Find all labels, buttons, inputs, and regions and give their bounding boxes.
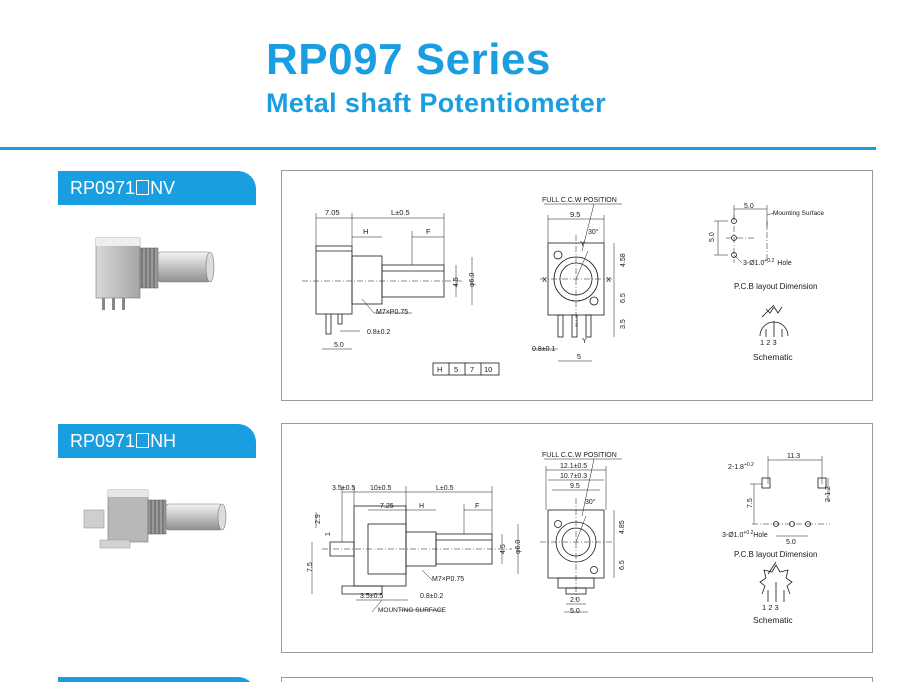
- drawing-panel-nv: 7.05 L±0.5 H F 4.5 φ6.0 M7×P0.75 0.8±0.2…: [281, 170, 873, 401]
- dim-h: H: [363, 227, 368, 236]
- dim-2-9: 2.9: [315, 514, 322, 524]
- dim-4-58: 4.58: [620, 253, 627, 267]
- pcb-dim-5-0-a: 5.0: [744, 203, 754, 210]
- dim-0-8-pin: 0.8±0.1: [532, 346, 555, 353]
- dim-phi6: φ6.0: [469, 273, 476, 287]
- side-view: 7.05 L±0.5 H F 4.5 φ6.0 M7×P0.75 0.8±0.2…: [302, 208, 476, 350]
- h-table-header: H: [437, 365, 442, 374]
- dim-l: L±0.5: [436, 485, 454, 492]
- front-view: FULL C.C.W POSITION 12.1±0.5 10.7±0.3 9.…: [540, 452, 626, 615]
- dim-7-25: 7.25: [380, 503, 394, 510]
- h-table: H 5 7 10: [432, 362, 500, 376]
- pcb-dim-2-1-2: 2-1.2: [825, 486, 832, 502]
- front-view: FULL C.C.W POSITION 9.5 Y 30° X X 4.58 6…: [532, 197, 627, 362]
- h-table-7: 7: [470, 365, 474, 374]
- section-tab-nh: RP0971 NH: [58, 424, 256, 458]
- section-tab-nv: RP0971 NV: [58, 171, 256, 205]
- hole3-label: 3-Ø1.0+0.2Hole: [722, 530, 768, 539]
- pin-numbers: 1 2 3: [760, 338, 777, 347]
- dim-10: 10±0.5: [370, 485, 391, 492]
- dim-4-5: 4.5: [453, 277, 460, 287]
- dim-3-5: 3.5: [620, 319, 627, 329]
- pcb-dim-7-5: 7.5: [747, 498, 754, 508]
- pcb-dim-5-0: 5.0: [786, 539, 796, 546]
- dim-5-0: 5.0: [334, 342, 344, 349]
- drawing-panel-nh: 3.5±0.5 10±0.5 L±0.5 7.25 H F 2.9 1 7.5 …: [281, 423, 873, 653]
- schematic-label: Schematic: [753, 615, 793, 625]
- dim-5: 5: [577, 354, 581, 361]
- product-photo-nv: [95, 237, 215, 310]
- dim-m7: M7×P0.75: [376, 309, 408, 316]
- dim-phi6: φ6.0: [515, 540, 522, 554]
- product-photo-nh: [83, 489, 227, 549]
- mounting-surface-label: MOUNTING SURFACE: [378, 607, 447, 614]
- dim-2-0: 2.0: [570, 597, 580, 604]
- dim-l: L±0.5: [391, 208, 410, 217]
- ccw-label: FULL C.C.W POSITION: [542, 452, 617, 459]
- pcb-dim-11-3: 11.3: [787, 453, 800, 460]
- dim-6-5: 6.5: [619, 560, 626, 570]
- dim-7-05: 7.05: [325, 208, 340, 217]
- dim-5-0: 5.0: [570, 608, 580, 615]
- dim-12-1: 12.1±0.5: [560, 463, 587, 470]
- side-view: 3.5±0.5 10±0.5 L±0.5 7.25 H F 2.9 1 7.5 …: [307, 485, 522, 614]
- technical-drawing-nh: 3.5±0.5 10±0.5 L±0.5 7.25 H F 2.9 1 7.5 …: [307, 452, 832, 625]
- dim-9-5: 9.5: [570, 210, 580, 219]
- axis-x-right: X: [606, 275, 611, 284]
- dim-f: F: [475, 503, 479, 510]
- dim-f: F: [426, 227, 431, 236]
- dim-1: 1: [325, 532, 332, 536]
- pin-numbers: 1 2 3: [762, 603, 779, 612]
- h-table-10: 10: [484, 365, 492, 374]
- dim-0-8: 0.8±0.2: [367, 329, 390, 336]
- schematic-label: Schematic: [753, 352, 793, 362]
- technical-drawing-nv: 7.05 L±0.5 H F 4.5 φ6.0 M7×P0.75 0.8±0.2…: [302, 197, 824, 376]
- dim-m7: M7×P0.75: [432, 576, 464, 583]
- dim-3-5-top: 3.5±0.5: [332, 485, 355, 492]
- dim-10-7: 10.7±0.3: [560, 473, 587, 480]
- angle-30: 30°: [585, 498, 596, 506]
- schematic-symbol: 1 2 3 Schematic: [753, 304, 793, 362]
- h-table-5: 5: [454, 365, 458, 374]
- ccw-label: FULL C.C.W POSITION: [542, 197, 617, 204]
- tab-suffix: NH: [150, 431, 177, 451]
- tab-prefix: RP0971: [70, 431, 136, 451]
- dim-4-5: 4.5: [500, 544, 507, 554]
- page-subtitle: Metal shaft Potentiometer: [266, 88, 607, 118]
- dim-4-85: 4.85: [619, 520, 626, 534]
- tab-prefix: RP0971: [70, 178, 136, 198]
- drawing-panel-next: [281, 677, 873, 682]
- schematic-symbol: 1 2 3 Schematic: [753, 561, 793, 625]
- pcb-layout-label: P.C.B layout Dimension: [734, 282, 817, 291]
- dim-9-5: 9.5: [570, 483, 580, 490]
- pcb-dim-5-0-b: 5.0: [709, 232, 716, 242]
- angle-30: 30°: [588, 228, 599, 236]
- tab-suffix: NV: [150, 178, 176, 198]
- pcb-layout-label: P.C.B layout Dimension: [734, 550, 817, 559]
- hole2-label: 2-1.8+0.2: [728, 462, 754, 471]
- placeholder-box-icon: [136, 180, 150, 195]
- dim-6-5: 6.5: [620, 293, 627, 303]
- dim-0-8: 0.8±0.2: [420, 593, 443, 600]
- dim-3-5-bottom: 3.5±0.5: [360, 593, 383, 600]
- header-rule: [0, 147, 876, 150]
- dim-h: H: [419, 503, 424, 510]
- axis-y-bottom: Y: [582, 336, 587, 345]
- pcb-layout: 11.3 2-1.8+0.2 7.5 2-1.2 3-Ø1.0+0.2Hole …: [722, 453, 832, 559]
- placeholder-box-icon: [136, 433, 150, 448]
- page-title: RP097 Series: [266, 35, 551, 84]
- section-tab-next: [58, 677, 256, 682]
- axis-y-top: Y: [580, 239, 585, 248]
- axis-x-left: X: [542, 275, 547, 284]
- mounting-surface-label: Mounting Surface: [773, 210, 824, 217]
- dim-7-5: 7.5: [307, 562, 314, 572]
